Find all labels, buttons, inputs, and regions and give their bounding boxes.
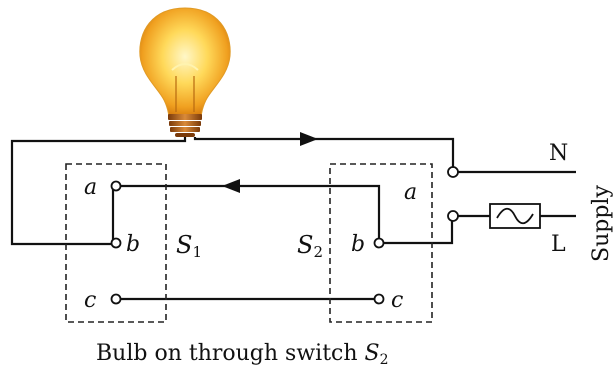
current-arrow-right: [300, 132, 318, 146]
fuse-icon: [489, 203, 541, 229]
wire-bulb-to-neutral: [193, 137, 455, 172]
live-label: L: [551, 232, 566, 257]
switch-s1-box: [65, 163, 167, 323]
s1-terminal-c: [110, 293, 122, 305]
wire-s1a-to-s2b: [117, 184, 381, 243]
s1-label-a: a: [84, 175, 97, 200]
wire-bulb-to-s1b: [10, 137, 187, 246]
switch-s1-label: S1: [176, 231, 202, 261]
switch-s2-box: [329, 163, 433, 323]
circuit-wires: [10, 137, 576, 301]
supply-terminal-neutral: [447, 166, 459, 178]
supply-terminal-live: [447, 210, 459, 222]
wire-s2b-to-live: [384, 214, 458, 245]
s2-label-c: c: [391, 288, 403, 313]
s1-label-b: b: [126, 232, 140, 257]
switch-s2-label: S2: [297, 231, 323, 261]
terminals: [110, 166, 459, 305]
diagram-caption: Bulb on through switch S2: [96, 341, 389, 366]
s2-label-b: b: [351, 232, 365, 257]
light-bulb-icon: [139, 7, 231, 137]
supply-label: Supply: [589, 185, 614, 262]
s2-terminal-b: [373, 237, 385, 249]
s2-label-a: a: [404, 180, 417, 205]
s2-terminal-c: [373, 293, 385, 305]
current-arrow-left: [222, 179, 240, 193]
s1-terminal-a: [110, 180, 122, 192]
neutral-label: N: [549, 141, 568, 166]
s1-terminal-b: [110, 237, 122, 249]
s1-label-c: c: [84, 288, 96, 313]
